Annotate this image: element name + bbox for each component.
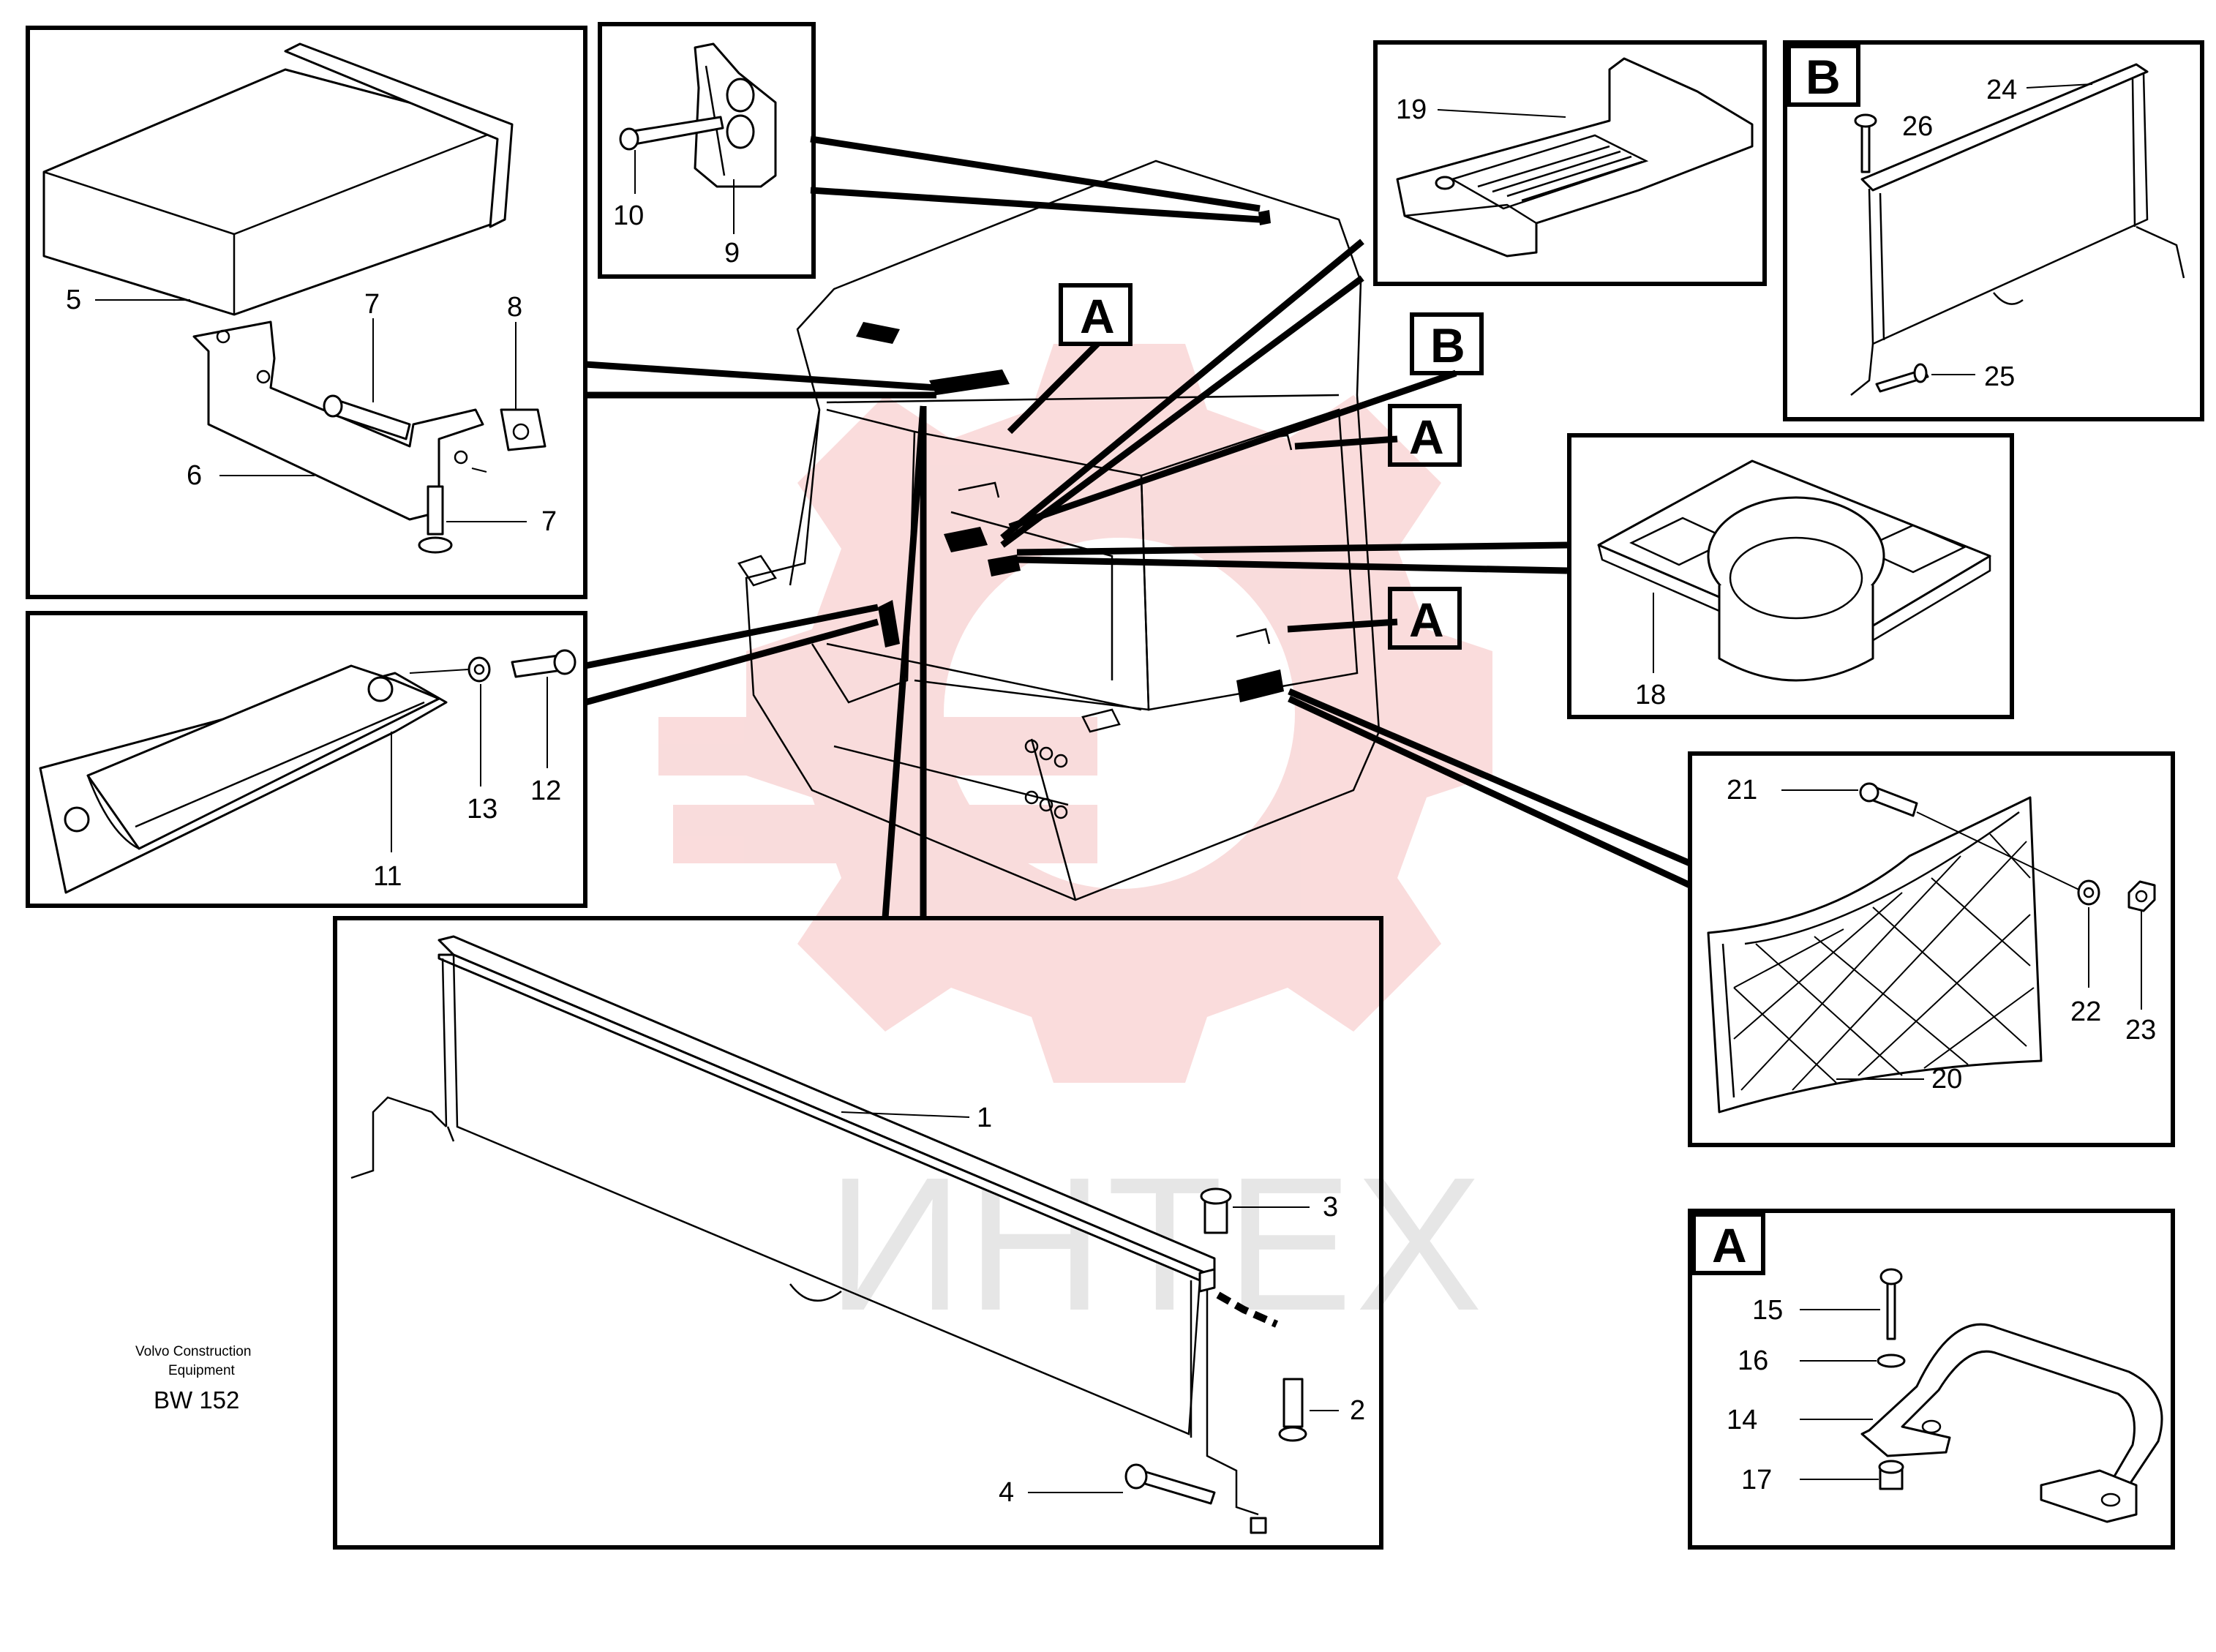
net-panel: 21 22 23 20 [1688,751,2175,1147]
hook-panel: 10 9 [598,22,816,279]
part-label-5: 5 [66,285,81,315]
part-label-8: 8 [507,292,522,323]
part-label-14: 14 [1727,1405,1757,1435]
caption-company: Volvo Construction [135,1344,251,1359]
net-mesh [1733,833,2035,1091]
callout-a-1: A [1059,283,1133,346]
callout-a-3: A [1388,587,1462,650]
part-label-11: 11 [373,861,402,892]
shelf-panel: 19 [1373,40,1767,286]
part-label-18: 18 [1635,680,1666,710]
part-label-7a: 7 [364,289,380,320]
part-label-21: 21 [1727,775,1757,806]
detail-b-tag: B [1806,50,1841,104]
part-label-16: 16 [1738,1345,1768,1376]
tray-panel: 5 6 7 7 8 [26,26,587,599]
caption-equipment: Equipment [168,1363,236,1378]
svg-text:A: A [1080,289,1115,343]
part-label-13: 13 [467,794,497,825]
leader-lines [584,135,1691,919]
part-label-19: 19 [1396,94,1427,125]
part-label-3: 3 [1323,1192,1338,1223]
svg-text:A: A [1409,410,1444,464]
part-label-23: 23 [2125,1015,2156,1045]
part-label-2: 2 [1350,1395,1365,1426]
part-label-10: 10 [613,200,644,231]
callout-b: B [1410,312,1484,375]
part-label-17: 17 [1741,1465,1772,1495]
part-label-15: 15 [1752,1295,1783,1326]
part-label-20: 20 [1931,1064,1962,1095]
sunblind-panel: 1 3 2 4 [333,916,1383,1550]
detail-a-tag: A [1712,1218,1747,1272]
part-label-22: 22 [2070,996,2101,1027]
part-label-7b: 7 [541,506,557,537]
part-label-4: 4 [999,1477,1014,1508]
svg-text:B: B [1430,318,1465,372]
detail-a-panel: A 15 16 14 17 [1688,1209,2175,1550]
figure-caption: Volvo Construction Equipment BW 152 [135,1344,251,1413]
watermark-gear-icon [658,344,1492,1083]
part-label-1: 1 [977,1103,992,1133]
cab-outline [737,159,1381,901]
detail-b-panel: B 24 26 25 [1783,40,2204,421]
handle-panel: 11 13 12 [26,611,587,908]
caption-code: BW 152 [154,1386,239,1413]
callout-a-2: A [1388,404,1462,467]
part-label-25: 25 [1984,361,2015,392]
part-label-9: 9 [724,238,740,269]
part-label-12: 12 [530,776,561,806]
part-label-24: 24 [1986,75,2017,105]
part-label-26: 26 [1902,111,1933,142]
svg-text:A: A [1409,593,1444,647]
cupholder-panel: 18 [1567,433,2014,719]
part-label-6: 6 [187,460,202,491]
